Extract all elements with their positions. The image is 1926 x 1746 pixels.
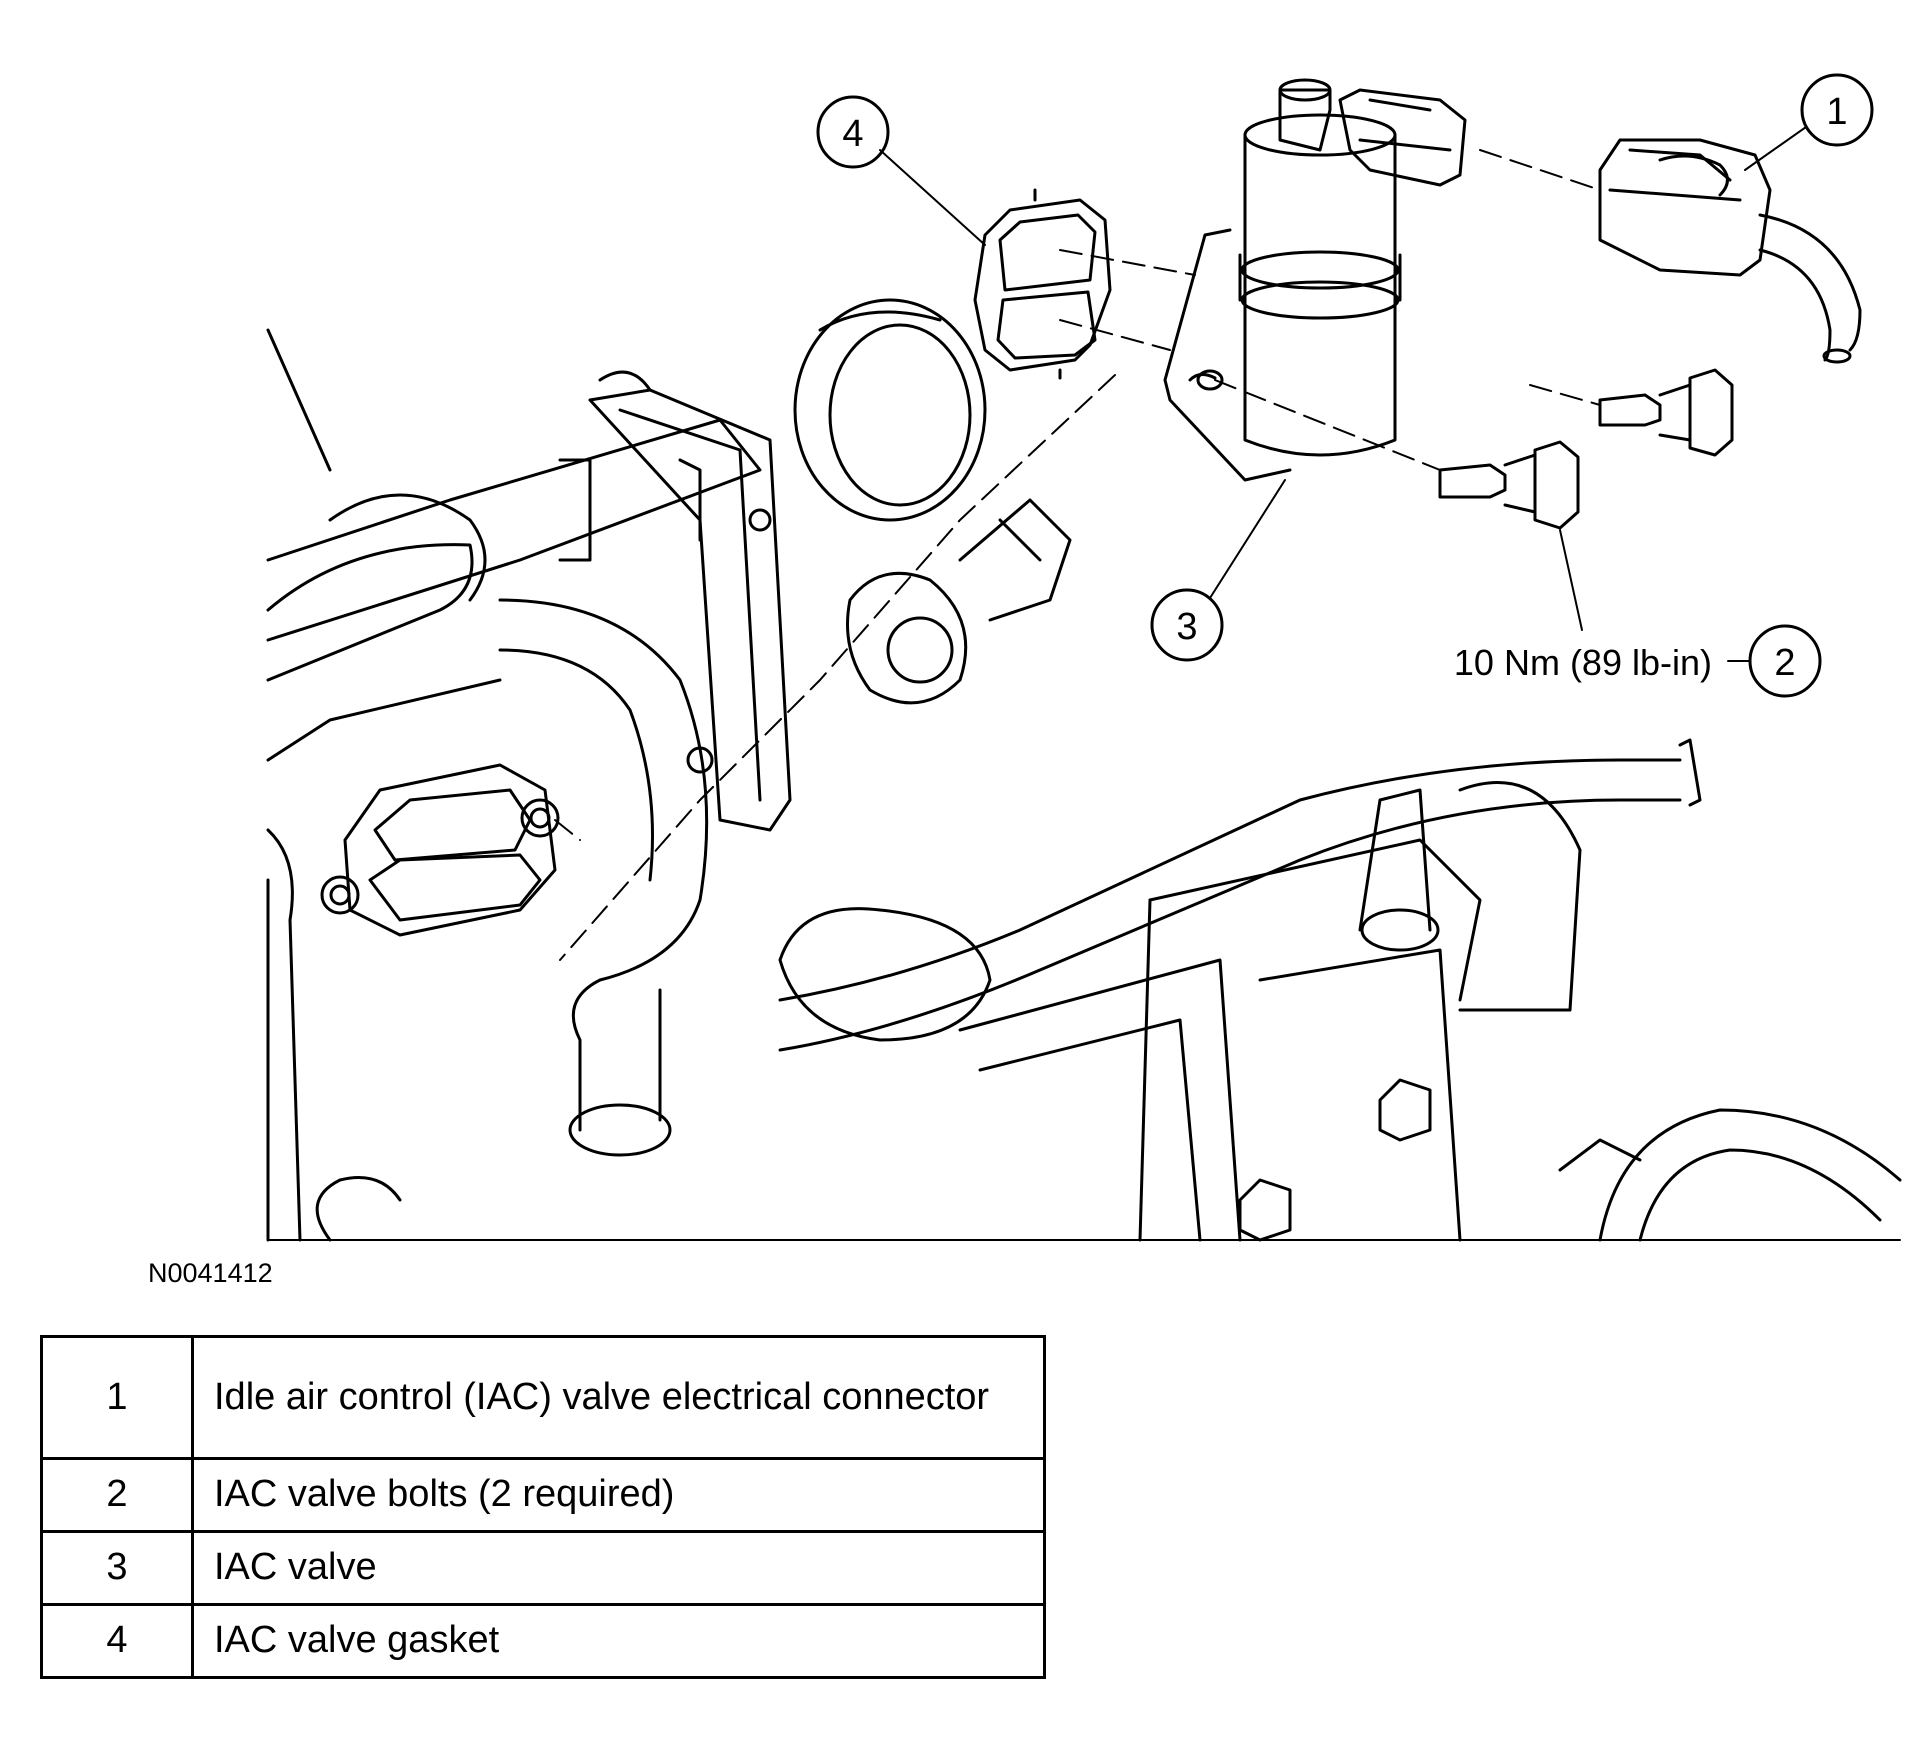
legend-description: IAC valve [191, 1530, 1046, 1606]
legend-description: Idle air control (IAC) valve electrical … [191, 1335, 1046, 1460]
callout-1: 1 [1744, 73, 1874, 171]
legend-number: 3 [40, 1530, 194, 1606]
callout-2: 2 10 Nm (89 lb-in) [1454, 529, 1822, 698]
svg-text:1: 1 [1826, 91, 1847, 133]
alignment-lines [554, 149, 1601, 961]
iac-valve-gasket [973, 188, 1112, 380]
legend-row: 1 Idle air control (IAC) valve electrica… [40, 1335, 1046, 1460]
iac-valve-exploded-view: 1 4 3 2 10 Nm (89 lb-in) [266, 73, 1902, 1242]
callout-4: 4 [816, 95, 986, 246]
engine-assembly [266, 298, 1902, 1242]
legend-row: 3 IAC valve [40, 1530, 1046, 1606]
intake-gasket-surface [343, 763, 557, 937]
iac-valve-bolts [1438, 368, 1734, 530]
legend-number: 4 [40, 1603, 194, 1679]
torque-spec: 10 Nm (89 lb-in) [1454, 642, 1712, 683]
legend-description: IAC valve bolts (2 required) [191, 1457, 1046, 1533]
legend-row: 2 IAC valve bolts (2 required) [40, 1457, 1046, 1533]
figure-id: N0041412 [148, 1258, 273, 1288]
legend-description: IAC valve gasket [191, 1603, 1046, 1679]
svg-text:2: 2 [1774, 642, 1795, 684]
legend-row: 4 IAC valve gasket [40, 1603, 1046, 1679]
svg-text:4: 4 [842, 113, 863, 155]
iac-valve [1163, 78, 1467, 482]
legend-number: 2 [40, 1457, 194, 1533]
legend-number: 1 [40, 1335, 194, 1460]
legend-table: 1 Idle air control (IAC) valve electrica… [40, 1335, 1046, 1679]
svg-text:3: 3 [1176, 606, 1197, 648]
callout-3: 3 [1150, 479, 1286, 662]
iac-valve-electrical-connector [1598, 138, 1862, 364]
